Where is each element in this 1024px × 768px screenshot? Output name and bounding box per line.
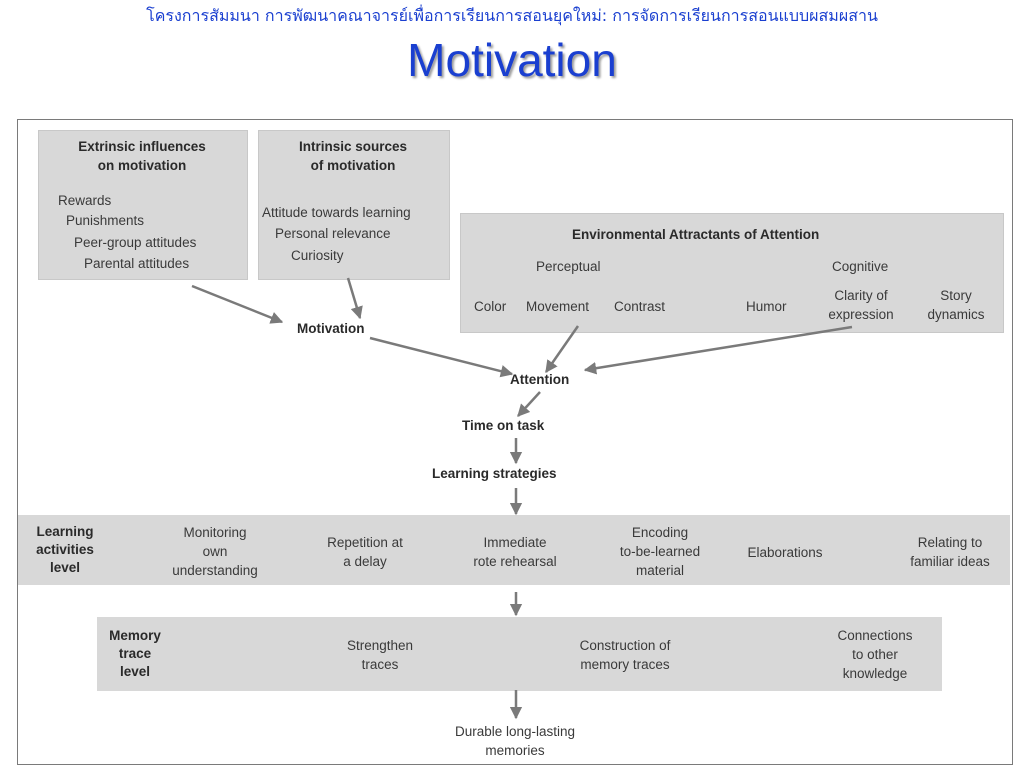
environmental-heading: Environmental Attractants of Attention: [572, 227, 820, 242]
attractant-contrast: Contrast: [614, 299, 666, 314]
memory-strengthen: Strengthen: [346, 638, 414, 653]
intrinsic-box: [258, 130, 450, 280]
extrinsic-item: Peer-group attitudes: [74, 235, 197, 250]
intrinsic-item: Personal relevance: [275, 226, 391, 241]
arrow-extrinsic-to-motivation: [191, 284, 284, 324]
memory-connections: to other: [852, 647, 898, 662]
outcome-line2: memories: [485, 743, 545, 758]
memory-connections: Connections: [837, 628, 913, 643]
extrinsic-heading-line1: Extrinsic influences: [78, 139, 206, 154]
learning-strategies-node: Learning strategies: [432, 466, 557, 481]
activity-elaborations: Elaborations: [747, 545, 823, 560]
intrinsic-heading-line2: of motivation: [310, 158, 396, 173]
learning-activities-label-line3: level: [49, 560, 81, 575]
activity-relating: familiar ideas: [910, 554, 990, 569]
environmental-box: [460, 213, 1004, 333]
attractant-story-line1: Story: [940, 288, 972, 303]
learning-activities-label-line1: Learning: [36, 524, 94, 539]
cognitive-label: Cognitive: [832, 259, 889, 274]
intrinsic-heading-line1: Intrinsic sources: [298, 139, 408, 154]
attractant-color: Color: [474, 299, 507, 314]
time-on-task-node: Time on task: [462, 418, 545, 433]
memory-trace-label-line1: Memory: [109, 628, 161, 643]
intrinsic-item: Curiosity: [291, 248, 344, 263]
learning-activities-band: [18, 515, 1010, 585]
memory-connections: knowledge: [842, 666, 908, 681]
memory-trace-label-line2: trace: [118, 646, 152, 661]
intrinsic-item: Attitude towards learning: [262, 205, 411, 220]
activity-relating: Relating to: [917, 535, 983, 550]
extrinsic-item: Rewards: [58, 193, 112, 208]
activity-encoding: material: [635, 563, 684, 578]
page-title: Motivation: [407, 34, 617, 86]
activity-rote-rehearsal: Immediate: [483, 535, 547, 550]
memory-construction: memory traces: [580, 657, 670, 672]
memory-trace-band: [97, 617, 942, 691]
attention-node: Attention: [510, 372, 570, 387]
seminar-header: โครงการสัมมนา การพัฒนาคณาจารย์เพื่อการเร…: [146, 6, 878, 25]
activity-monitoring: Monitoring: [183, 525, 247, 540]
activity-encoding: Encoding: [631, 525, 689, 540]
arrow-motivation-to-attention: [369, 336, 514, 378]
activity-repetition: Repetition at: [327, 535, 403, 550]
arrow-attention-to-time: [517, 391, 541, 417]
extrinsic-item: Punishments: [66, 213, 145, 228]
attractant-movement: Movement: [526, 299, 590, 314]
extrinsic-box: [38, 130, 248, 280]
activity-encoding: to-be-learned: [619, 544, 701, 559]
outcome-line1: Durable long-lasting: [454, 724, 576, 739]
perceptual-label: Perceptual: [536, 259, 601, 274]
activity-rote-rehearsal: rote rehearsal: [473, 554, 557, 569]
attractant-story-line2: dynamics: [927, 307, 985, 322]
arrow-intrinsic-to-motivation: [346, 277, 363, 320]
extrinsic-heading-line2: on motivation: [97, 158, 187, 173]
motivation-node: Motivation: [297, 321, 365, 336]
memory-construction: Construction of: [579, 638, 671, 653]
extrinsic-item: Parental attitudes: [84, 256, 190, 271]
attractant-clarity-line1: Clarity of: [834, 288, 888, 303]
arrow-cognitive-to-attention: [583, 325, 853, 375]
arrow-perceptual-to-attention: [544, 325, 580, 374]
attractant-clarity-line2: expression: [828, 307, 894, 322]
memory-trace-label-line3: level: [119, 664, 151, 679]
activity-repetition: a delay: [343, 554, 387, 569]
memory-strengthen: traces: [361, 657, 399, 672]
learning-activities-label-line2: activities: [36, 542, 94, 557]
activity-monitoring: understanding: [172, 563, 258, 578]
attractant-humor: Humor: [746, 299, 787, 314]
activity-monitoring: own: [202, 544, 228, 559]
